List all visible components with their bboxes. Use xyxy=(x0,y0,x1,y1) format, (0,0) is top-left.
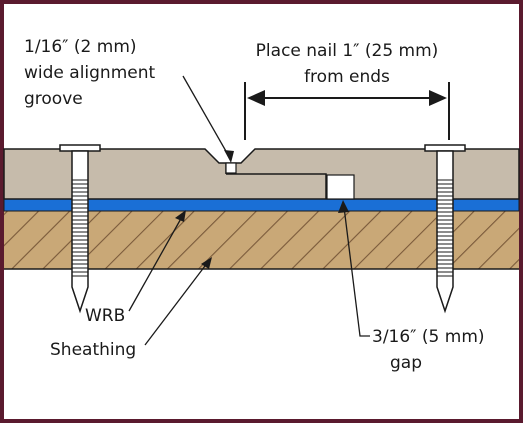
wrb-leader xyxy=(128,210,186,312)
groove-leader xyxy=(182,75,234,163)
nail-distance-dimension xyxy=(244,82,450,140)
wrb-label: WRB xyxy=(85,306,125,326)
nail-label-line1: Place nail 1″ (25 mm) xyxy=(256,41,439,61)
gap-label-line1: 3/16″ (5 mm) xyxy=(372,327,485,347)
gap-label-line2: gap xyxy=(390,353,422,373)
nail-label-line2: from ends xyxy=(304,67,390,87)
right-nail xyxy=(424,144,466,314)
groove-label-line2: wide alignment xyxy=(24,63,156,83)
gap-leader xyxy=(338,200,370,337)
shiplap-joint xyxy=(226,173,327,199)
groove-label-line3: groove xyxy=(24,89,83,109)
groove-label-line1: 1/16″ (2 mm) xyxy=(24,37,137,57)
sheathing-leader xyxy=(144,257,212,346)
sheathing-layer xyxy=(4,211,519,269)
sheathing-label: Sheathing xyxy=(50,340,136,360)
expansion-gap xyxy=(326,174,355,200)
left-nail xyxy=(59,144,101,314)
alignment-groove xyxy=(225,162,237,174)
